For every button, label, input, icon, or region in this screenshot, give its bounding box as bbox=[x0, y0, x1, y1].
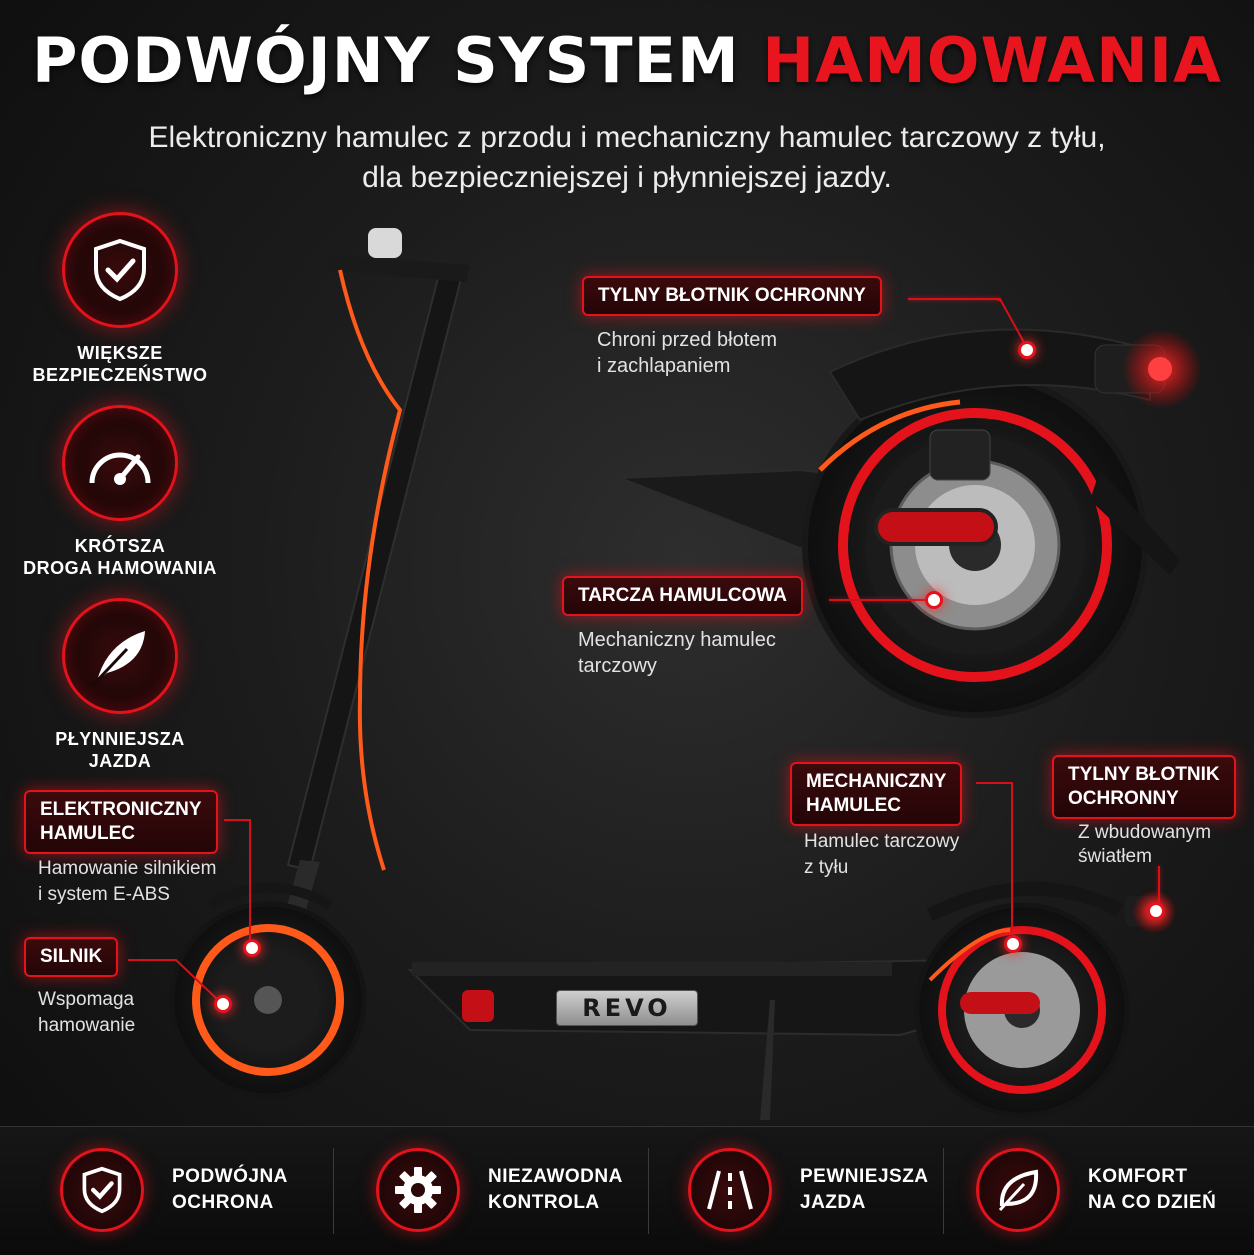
bottom-separator bbox=[648, 1148, 649, 1234]
bottom-separator bbox=[333, 1148, 334, 1234]
road-icon bbox=[688, 1148, 772, 1232]
pointer-dot bbox=[1147, 902, 1165, 920]
feather-icon bbox=[62, 598, 178, 714]
pointer-dot bbox=[214, 995, 232, 1013]
connector-line bbox=[224, 819, 251, 940]
subtitle-line-2: dla bezpieczniejszej i płynniejszej jazd… bbox=[362, 161, 892, 194]
callout-rear-fender-title: TYLNY BŁOTNIK OCHRONNY bbox=[582, 276, 882, 316]
pointer-dot bbox=[1004, 935, 1022, 953]
pointer-dot bbox=[925, 591, 943, 609]
speedometer-icon bbox=[62, 405, 178, 521]
callout-brake-disc-title: TARCZA HAMULCOWA bbox=[562, 576, 803, 616]
brand-logo-text: REVO bbox=[582, 994, 672, 1022]
connector-line bbox=[976, 782, 1013, 933]
connector-line bbox=[829, 599, 927, 601]
shield-check-icon bbox=[62, 212, 178, 328]
connector-line bbox=[128, 959, 219, 1001]
bottom-separator bbox=[943, 1148, 944, 1234]
pointer-dot bbox=[243, 939, 261, 957]
pointer-dot bbox=[1018, 341, 1036, 359]
callout-motor-title: SILNIK bbox=[24, 937, 119, 977]
leaf-icon bbox=[976, 1148, 1060, 1232]
subtitle: Elektroniczny hamulec z przodu i mechani… bbox=[60, 118, 1194, 198]
shield-check-icon bbox=[60, 1148, 144, 1232]
gear-icon bbox=[376, 1148, 460, 1232]
title-white: PODWÓJNY SYSTEM bbox=[31, 24, 740, 97]
subtitle-line-1: Elektroniczny hamulec z przodu i mechani… bbox=[148, 121, 1106, 154]
rear-wheel-zoom bbox=[619, 328, 1202, 718]
page-title: PODWÓJNY SYSTEM HAMOWANIA bbox=[0, 18, 1254, 104]
brand-logo: REVO bbox=[556, 990, 698, 1026]
connector-line bbox=[908, 298, 1027, 347]
title-red: HAMOWANIA bbox=[762, 24, 1223, 97]
connector-line bbox=[1158, 866, 1160, 904]
